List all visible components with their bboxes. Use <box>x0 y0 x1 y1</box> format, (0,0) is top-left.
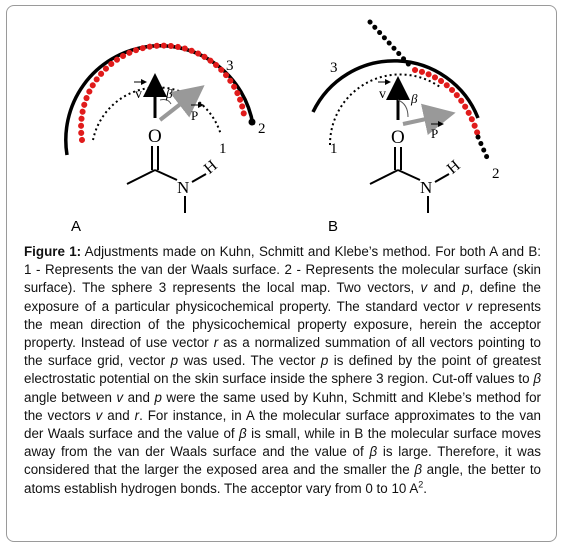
panel-b-skin-extension-top <box>367 19 415 71</box>
panel-a-beta-arc <box>159 99 172 105</box>
panel-b-atom-o: O <box>391 127 405 148</box>
caption-superscript: 2 <box>418 479 424 490</box>
caption-var: v <box>465 298 473 314</box>
panel-a-vdw-surface <box>92 86 222 141</box>
caption-text: Adjustments made on Kuhn, Schmitt and Kl… <box>24 244 541 296</box>
panel-a-skin-end-dot <box>248 118 256 126</box>
caption-text: is defined by the point of greatest elec… <box>24 353 542 387</box>
caption-text: was used. The vector <box>178 353 321 369</box>
panel-b-num-molecular: 2 <box>492 166 500 182</box>
panel-b-sphere-arc <box>311 59 480 119</box>
panel-a-num-molecular: 2 <box>258 121 266 137</box>
caption-var: β <box>239 426 247 442</box>
panel-b: 3 1 2 v P β O N H B <box>311 19 500 235</box>
panel-a-atom-n: N <box>177 178 189 197</box>
caption-var: r <box>134 407 140 423</box>
panel-b-num-surface: 1 <box>330 141 338 157</box>
panel-b-vec-p-label: P <box>431 126 438 141</box>
panel-b-num-sphere: 3 <box>330 60 338 76</box>
caption-text: is small, while in B the molecular surfa… <box>24 426 541 460</box>
caption-text: and <box>427 280 463 296</box>
panel-a-vec-p-label: P <box>191 108 198 123</box>
caption-text: as a normalized summation of all vectors… <box>24 335 541 369</box>
panel-b-bond-n-h <box>434 173 450 183</box>
panel-a-bond-c-me <box>126 169 156 185</box>
caption-text: is large. Therefore, it was considered t… <box>24 444 541 478</box>
panel-b-beta-label: β <box>410 91 418 106</box>
panel-a: 3 2 1 v P β O N H A <box>64 42 266 235</box>
panel-b-vec-v-label: v <box>379 87 386 102</box>
panel-b-label: B <box>328 218 338 235</box>
caption-var: β <box>414 462 422 478</box>
panel-b-bond-c-n <box>397 169 421 181</box>
panel-a-beta-label: β <box>165 86 173 101</box>
caption-var: r <box>213 335 219 351</box>
panel-b-vdw-surface <box>328 73 441 146</box>
panel-a-vector-p <box>158 85 205 122</box>
panel-a-num-sphere: 3 <box>226 58 234 74</box>
caption-var: p <box>154 389 162 405</box>
panel-b-vector-p <box>402 103 456 136</box>
caption-var: β <box>369 444 378 460</box>
caption-text: represents the mean direction of the phy… <box>24 298 541 351</box>
caption-var: v <box>116 389 124 405</box>
caption-var: p <box>320 353 329 369</box>
caption-text: , define the exposure of a particular ph… <box>24 280 541 314</box>
caption-var: β <box>533 371 541 387</box>
caption-text: angle between <box>24 389 117 405</box>
caption-var: p <box>170 353 179 369</box>
panel-a-bond-c-n <box>154 169 178 181</box>
panel-a-vec-v-label: v <box>135 87 142 102</box>
panel-b-skin-extension-bottom <box>475 134 492 165</box>
caption-var: v <box>95 407 103 423</box>
panel-b-atom-n: N <box>420 178 432 197</box>
caption-label: Figure 1: <box>24 244 82 259</box>
panel-a-num-surface: 1 <box>219 141 227 157</box>
panel-a-skin-surface <box>78 42 247 143</box>
caption-text: . <box>423 480 428 496</box>
caption-text: . For instance, in A the molecular surfa… <box>24 407 541 442</box>
caption-text: angle, the better to atoms establish hyd… <box>24 462 542 496</box>
panel-b-bond-c-me <box>369 169 399 185</box>
panel-b-skin-surface <box>412 67 481 138</box>
figure-caption: Figure 1: Adjustments made on Kuhn, Schm… <box>24 243 541 498</box>
caption-text: and <box>123 389 155 405</box>
caption-text: were the same used by Kuhn, Schmitt and … <box>24 389 541 423</box>
caption-text: and <box>102 407 135 423</box>
caption-var: p <box>462 280 470 296</box>
panel-a-bond-n-h <box>191 173 207 183</box>
figure-illustration: 3 2 1 v P β O N H A 3 <box>64 19 500 235</box>
panel-b-beta-arc <box>397 99 409 118</box>
caption-var: v <box>420 280 428 296</box>
panel-a-atom-o: O <box>148 126 162 147</box>
panel-a-label: A <box>71 218 81 235</box>
